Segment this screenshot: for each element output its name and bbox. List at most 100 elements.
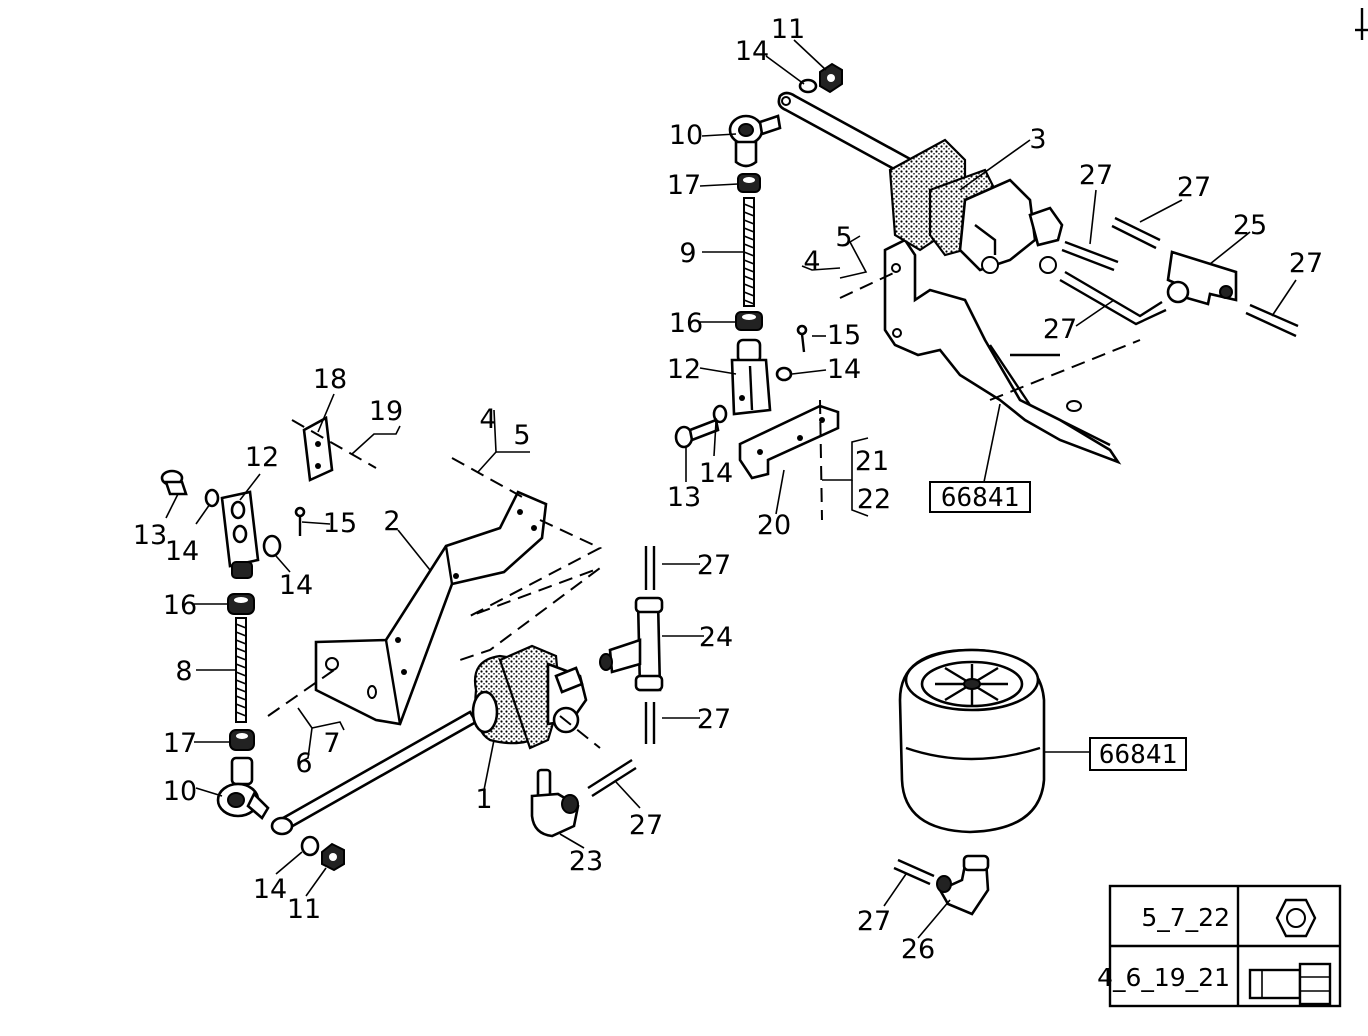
corner-mark [1355, 8, 1368, 40]
callout-16-lower: 16 [163, 590, 197, 621]
upper-bracket-centerline [839, 269, 901, 299]
callout-12-lower: 12 [245, 442, 279, 473]
air-spring [898, 648, 1046, 834]
callout-2: 2 [383, 506, 400, 537]
callout-22: 22 [857, 484, 891, 515]
washer-14-clevis-upper [775, 366, 793, 382]
callout-4-upper: 4 [803, 246, 820, 277]
leveling-valve-3 [888, 138, 1064, 274]
ball-joint-10-upper [728, 114, 782, 168]
callout-14-lower-left: 14 [165, 536, 199, 567]
callout-10-upper: 10 [669, 120, 703, 151]
callout-20: 20 [757, 510, 791, 541]
tube-27-upper-b [1059, 270, 1167, 326]
callout-14-lower-right: 14 [279, 570, 313, 601]
nut-17-lower [229, 729, 255, 751]
upper-centerline [819, 399, 823, 521]
bracket-2-centerline-lower [267, 669, 335, 717]
tee-fitting-25 [1166, 250, 1238, 306]
hardware-legend: 5_7_22 4_6_19_21 [1097, 884, 1342, 1008]
callout-14-upper-pin: 14 [699, 458, 733, 489]
clevis-12-upper [730, 338, 772, 416]
callout-5-lower: 5 [513, 420, 530, 451]
threaded-rod-8 [235, 617, 247, 723]
washer-14-pin-upper [712, 404, 728, 424]
cotter-pin-15-lower [294, 506, 306, 536]
lower-linkage [160, 415, 664, 872]
elbow-fitting-26 [936, 854, 990, 916]
nut-16-upper [735, 311, 763, 331]
callout-7: 7 [323, 728, 340, 759]
bracket-2-projection [459, 519, 603, 661]
upper-linkage [674, 62, 1299, 521]
cotter-pin-15-upper [796, 324, 808, 353]
callout-14-lower-bottom: 14 [253, 874, 287, 905]
callout-21: 21 [855, 446, 889, 477]
reference-box-airspring: 66841 [1089, 737, 1187, 771]
callout-18: 18 [313, 364, 347, 395]
callout-8: 8 [175, 656, 192, 687]
callout-13-lower: 13 [133, 520, 167, 551]
ball-joint-10-lower [216, 756, 270, 820]
tube-27-lower-diag [587, 758, 637, 798]
callout-labels: 11 14 10 17 9 16 12 15 14 14 13 20 21 22… [133, 14, 1323, 965]
callout-13-upper: 13 [667, 482, 701, 513]
tube-27-lower-top [644, 546, 656, 590]
hex-nut-icon [1275, 898, 1317, 938]
tube-27-upper-c [1111, 216, 1161, 250]
pin-13-lower [160, 469, 188, 496]
bracket-20 [738, 404, 840, 480]
callout-27-upper-b: 27 [1177, 172, 1211, 203]
nut-16-lower [227, 593, 255, 615]
bracket-2-centerline [451, 457, 525, 499]
callout-17-upper: 17 [667, 170, 701, 201]
valve-1-centerline [559, 715, 601, 749]
leader-lines [165, 39, 1297, 939]
callout-14-upper-right: 14 [827, 354, 861, 385]
callout-9: 9 [679, 238, 696, 269]
tube-27-upper-a [1061, 240, 1119, 272]
washer-14-lower-bottom [300, 835, 320, 857]
reference-box-upper: 66841 [929, 481, 1031, 513]
callout-27-lower-b: 27 [697, 704, 731, 735]
callout-27-upper-d: 27 [1043, 314, 1077, 345]
tube-27-upper-d [1245, 303, 1299, 338]
callout-14-upper: 14 [735, 36, 769, 67]
legend-bolt-row-label: 4_6_19_21 [1097, 963, 1230, 992]
callout-15-upper: 15 [827, 320, 861, 351]
hex-bolt-icon [1248, 962, 1332, 1006]
tee-fitting-24 [599, 596, 664, 692]
callout-11-lower: 11 [287, 894, 321, 925]
callout-19: 19 [369, 396, 403, 427]
callout-25: 25 [1233, 210, 1267, 241]
pin-13-upper [674, 418, 720, 449]
callout-27-upper-c: 27 [1289, 248, 1323, 279]
upper-rod [777, 91, 914, 177]
callout-24: 24 [699, 622, 733, 653]
bracket-18-centerline [291, 419, 377, 469]
nut-11-upper [819, 62, 843, 94]
tube-27-airspring [893, 858, 935, 886]
nut-11-lower [321, 842, 345, 872]
callout-10-lower: 10 [163, 776, 197, 807]
bracket-18 [302, 415, 334, 482]
callout-26: 26 [901, 934, 935, 965]
washer-14-lower-left [204, 488, 220, 508]
callout-17-lower: 17 [163, 728, 197, 759]
legend-nut-row-label: 5_7_22 [1141, 903, 1230, 932]
callout-27-upper-a: 27 [1079, 160, 1113, 191]
callout-27-lower-a: 27 [697, 550, 731, 581]
callout-4-lower: 4 [479, 404, 496, 435]
leveling-valve-1 [471, 644, 588, 750]
callout-6: 6 [295, 748, 312, 779]
callout-11-upper: 11 [771, 14, 805, 45]
reference-66841-upper: 66841 [941, 483, 1019, 513]
callout-3: 3 [1029, 124, 1046, 155]
clevis-12-lower [220, 490, 260, 579]
upper-mounting-bracket [883, 238, 1122, 465]
callout-27-lower-c: 27 [629, 810, 663, 841]
callout-16-upper: 16 [669, 308, 703, 339]
washer-14-upper [798, 78, 818, 94]
bracket-2 [314, 490, 548, 726]
